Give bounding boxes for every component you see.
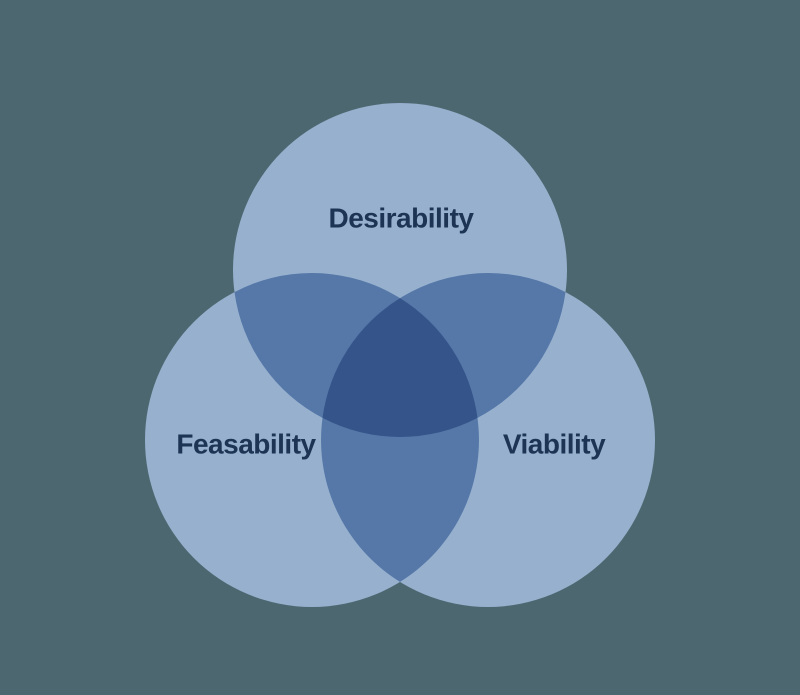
label-feasability: Feasability [176,429,316,460]
overlap-center [322,298,478,437]
label-viability: Viability [503,429,606,460]
label-desirability: Desirability [329,203,475,234]
